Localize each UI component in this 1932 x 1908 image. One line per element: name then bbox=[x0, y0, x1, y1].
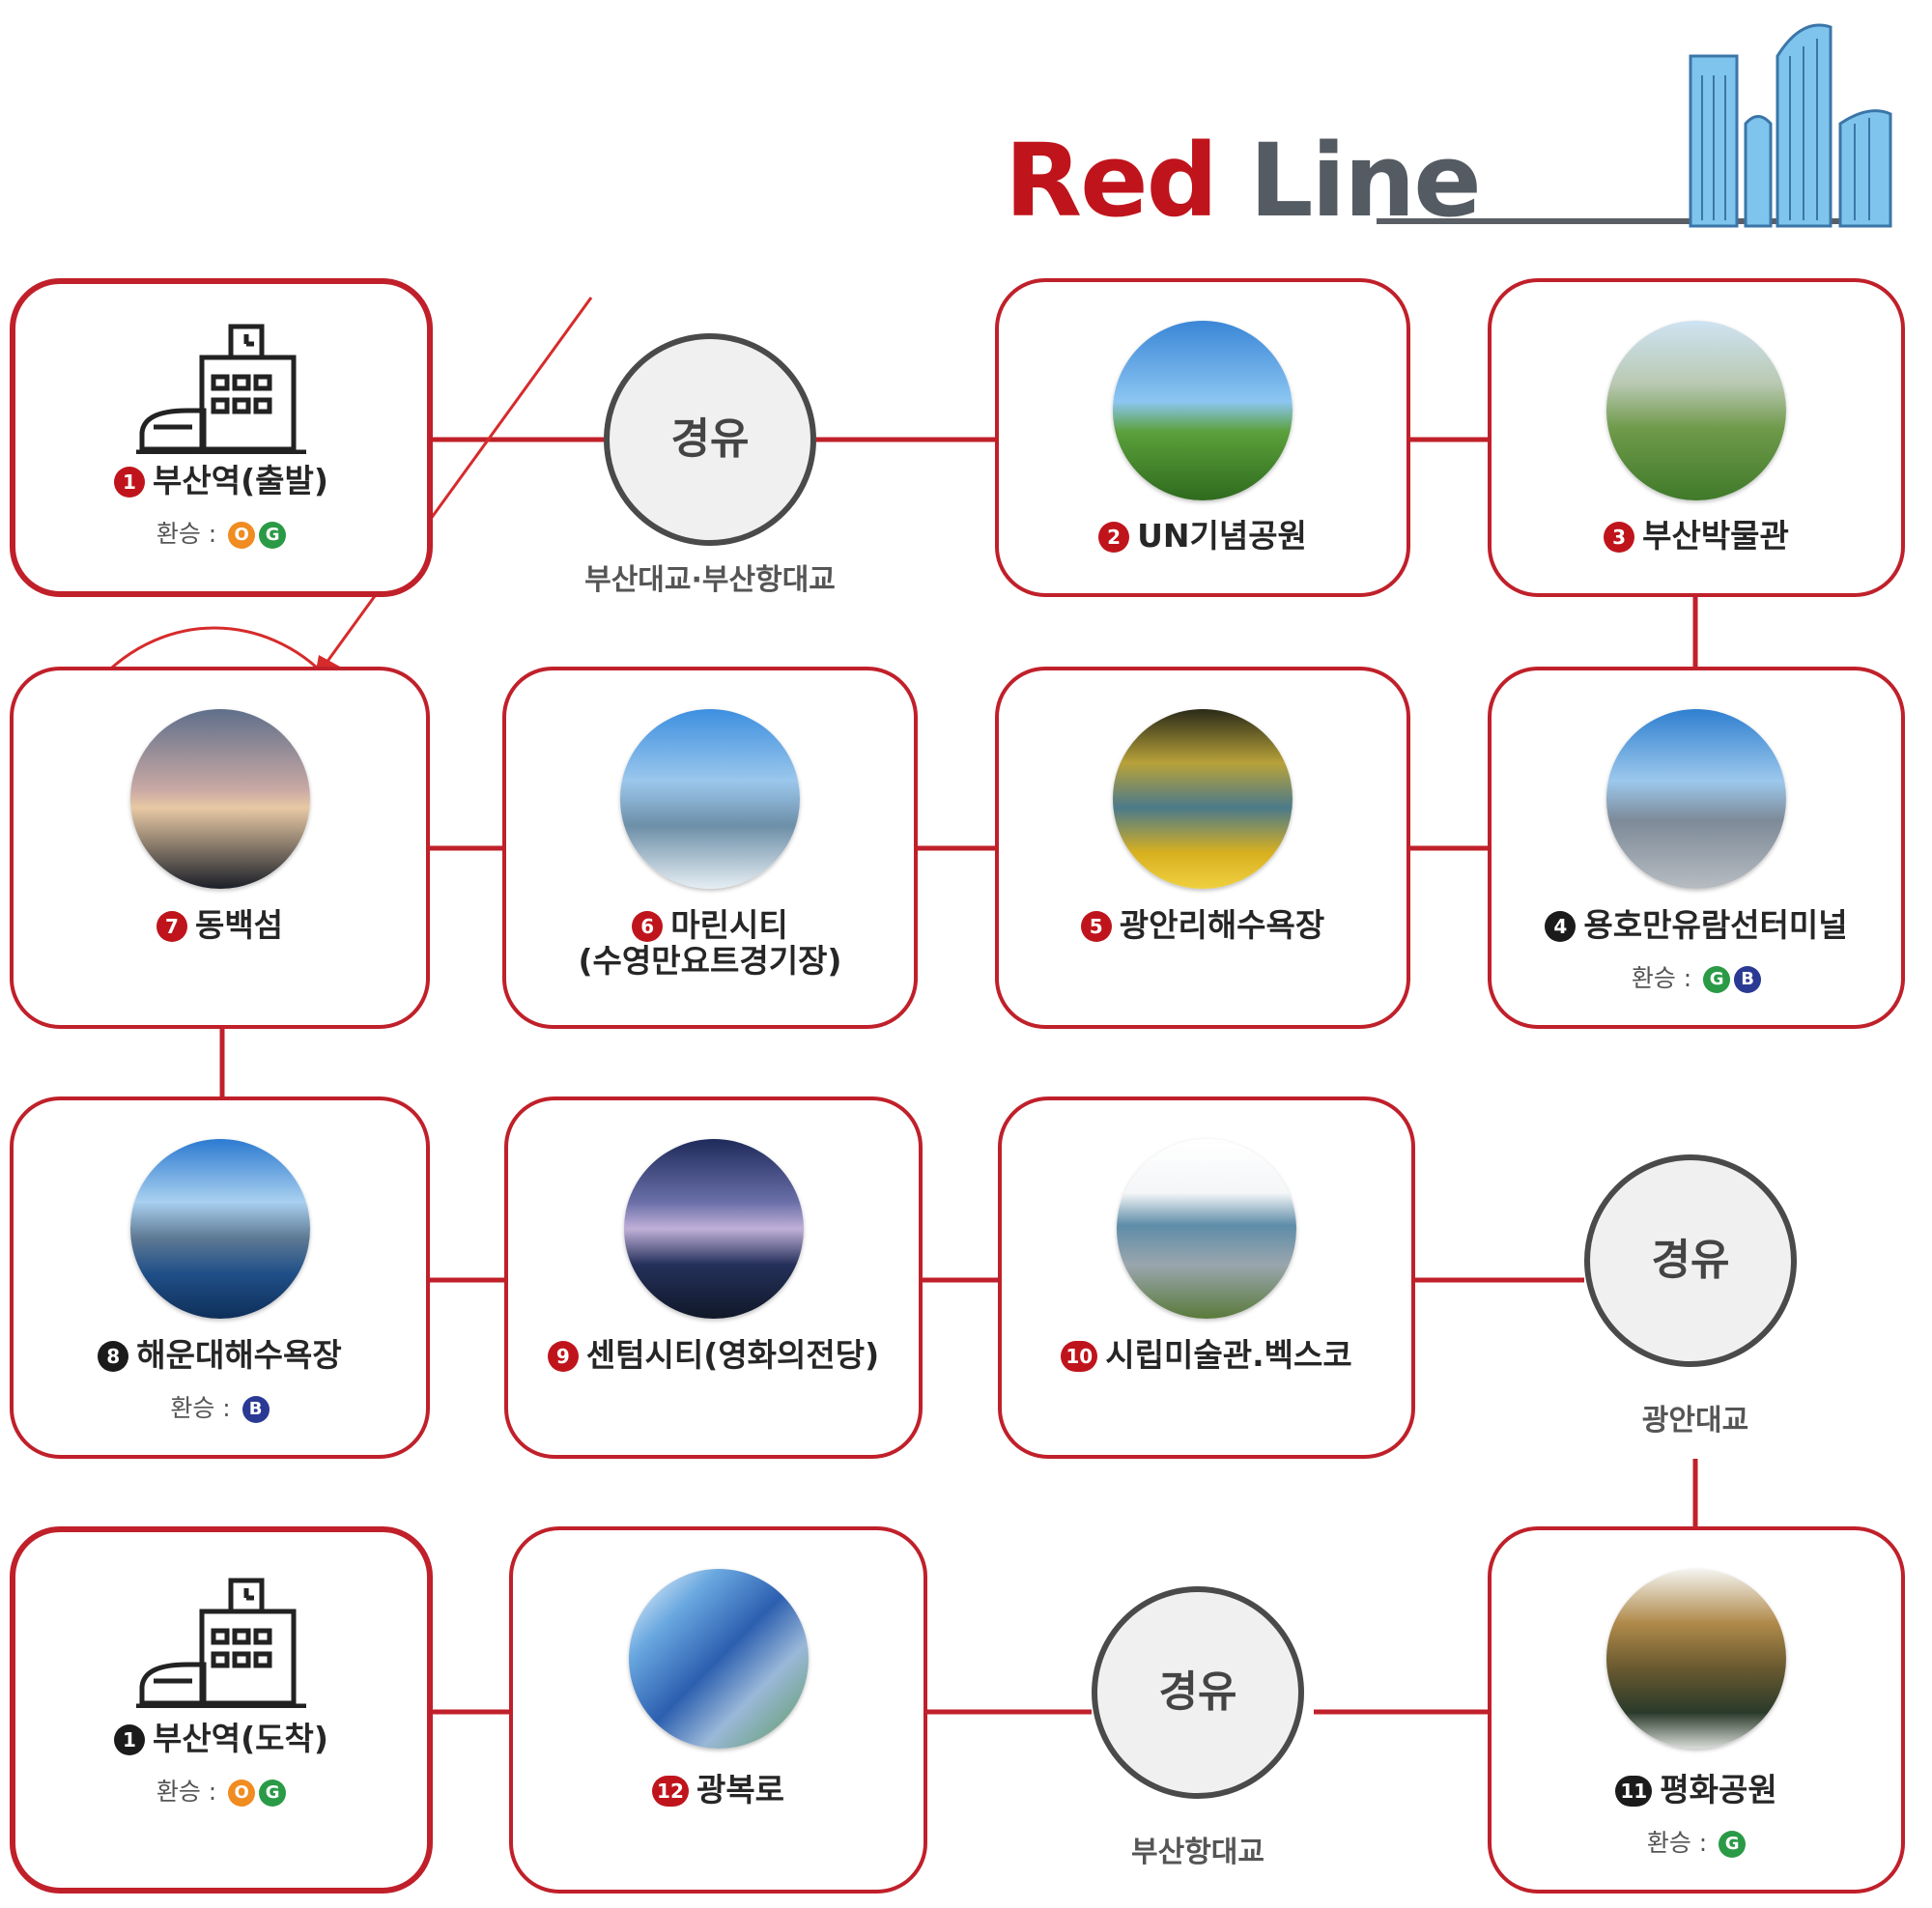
transfer-badge-b: B bbox=[1734, 966, 1762, 993]
title-line: Line bbox=[1249, 122, 1481, 240]
transfer-label: 환승 : bbox=[156, 1778, 217, 1806]
transfer-badge-o: O bbox=[228, 522, 256, 549]
un-memorial-photo bbox=[1113, 321, 1293, 500]
transfer-label: 환승 : bbox=[1631, 964, 1692, 992]
via-subtitle: 광안대교 bbox=[1641, 1404, 1749, 1438]
station-number-badge: 4 bbox=[1545, 911, 1577, 942]
title-underline bbox=[1377, 218, 1889, 224]
transfer-label: 환승 : bbox=[1646, 1829, 1708, 1857]
transfer-label: 환승 : bbox=[156, 520, 217, 548]
marine-city-photo bbox=[620, 709, 800, 889]
title-red: Red bbox=[1005, 122, 1218, 240]
gwangbok-ro-photo bbox=[628, 1569, 809, 1749]
transfer-badge-o: O bbox=[228, 1780, 256, 1807]
station-name: 센텀시티(영화의전당) bbox=[585, 1336, 880, 1374]
station-number-badge: 6 bbox=[632, 911, 664, 942]
page-title: Red Line bbox=[1005, 130, 1482, 231]
transfer-info: 환승 : G bbox=[1492, 1828, 1901, 1859]
station-name: 평화공원 bbox=[1660, 1771, 1777, 1808]
annotation-arrow bbox=[322, 297, 593, 668]
via-circle: 경유 bbox=[1584, 1154, 1797, 1367]
via-subtitle: 부산항대교 bbox=[1131, 1836, 1264, 1869]
haeundae-beach-photo bbox=[129, 1139, 310, 1319]
station-number-badge: 1 bbox=[114, 467, 146, 498]
gwangalli-beach-photo bbox=[1113, 709, 1293, 889]
transfer-info: 환승 : B bbox=[14, 1393, 426, 1424]
station-name: 마린시티 bbox=[670, 906, 788, 944]
train-station-icon bbox=[136, 324, 306, 454]
station-name: 동백섬 bbox=[194, 906, 284, 944]
station-name: 시립미술관.벡스코 bbox=[1105, 1336, 1352, 1374]
station-name: UN기념공원 bbox=[1137, 517, 1307, 555]
transfer-badge-g: G bbox=[259, 1780, 287, 1807]
dongbaekseom-photo bbox=[129, 709, 310, 889]
station-number-badge: 10 bbox=[1061, 1341, 1098, 1372]
station-number-badge: 5 bbox=[1080, 911, 1112, 942]
train-station-icon bbox=[136, 1578, 306, 1708]
yongho-terminal-photo bbox=[1606, 709, 1786, 889]
station-name: 해운대해수욕장 bbox=[136, 1336, 342, 1374]
station-name: 부산박물관 bbox=[1642, 517, 1789, 555]
station-name: 광안리해수욕장 bbox=[1119, 906, 1325, 944]
station-number-badge: 8 bbox=[98, 1341, 129, 1372]
centum-city-photo bbox=[623, 1139, 804, 1319]
art-museum-bexco-photo bbox=[1117, 1139, 1296, 1319]
station-number-badge: 1 bbox=[114, 1724, 146, 1755]
station-name-line2: (수영만요트경기장) bbox=[578, 942, 842, 980]
station-number-badge: 7 bbox=[156, 911, 187, 942]
station-name: 부산역(도착) bbox=[153, 1720, 328, 1757]
station-name: 부산역(출발) bbox=[153, 462, 328, 499]
via-circle: 경유 bbox=[604, 333, 816, 546]
peace-park-photo bbox=[1606, 1569, 1786, 1749]
via-circle: 경유 bbox=[1092, 1586, 1304, 1799]
transfer-badge-g: G bbox=[259, 522, 287, 549]
station-number-badge: 3 bbox=[1604, 522, 1635, 553]
via-subtitle: 부산대교·부산항대교 bbox=[584, 563, 836, 597]
busan-museum-photo bbox=[1606, 321, 1786, 500]
station-number-badge: 2 bbox=[1098, 522, 1130, 553]
transfer-label: 환승 : bbox=[170, 1394, 231, 1422]
transfer-badge-g: G bbox=[1719, 1831, 1747, 1858]
transfer-badge-b: B bbox=[242, 1396, 270, 1423]
station-number-badge: 11 bbox=[1615, 1776, 1653, 1807]
station-name: 용호만유람선터미널 bbox=[1583, 906, 1848, 944]
transfer-badge-g: G bbox=[1703, 966, 1731, 993]
station-number-badge: 12 bbox=[651, 1776, 689, 1807]
city-buildings-icon bbox=[1689, 23, 1892, 228]
station-name: 광복로 bbox=[696, 1771, 785, 1808]
station-number-badge: 9 bbox=[547, 1341, 579, 1372]
